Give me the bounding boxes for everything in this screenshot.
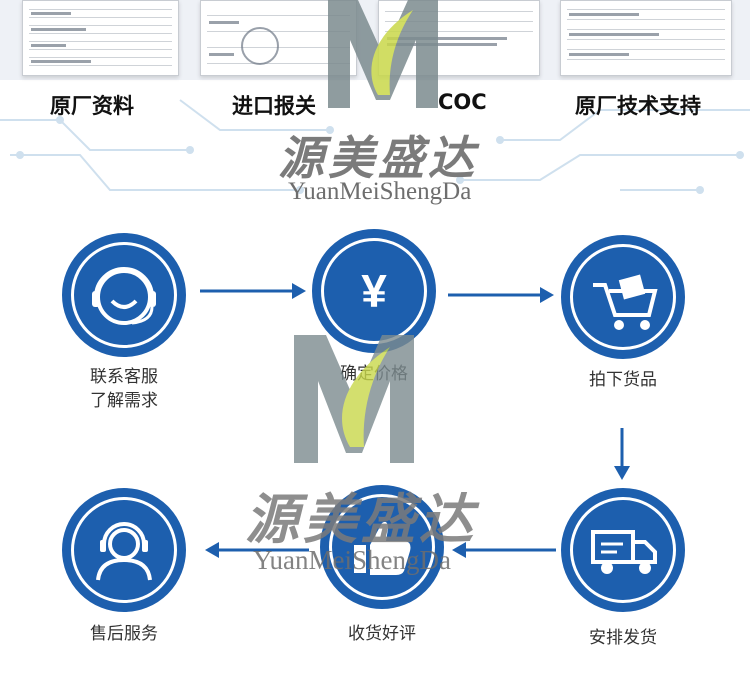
delivery-truck-icon	[591, 530, 657, 574]
watermark-chinese-middle: 源美盛达	[245, 487, 477, 551]
document-thumbnail-datasheet	[22, 0, 179, 76]
step-order-label: 拍下货品	[553, 368, 693, 392]
step-aftersales-label: 售后服务	[54, 622, 194, 646]
thumbs-up-icon	[354, 521, 411, 575]
step-order-circle	[561, 235, 685, 359]
yen-symbol: ¥	[361, 265, 387, 317]
step-contact-label: 联系客服 了解需求	[54, 365, 194, 413]
watermark-english-middle: YuanMeiShengDa	[253, 545, 451, 575]
step-price-circle: ¥	[312, 229, 436, 353]
yen-icon: ¥	[361, 265, 387, 317]
arrow-left-icon	[205, 542, 309, 558]
headset-smile-icon	[92, 267, 156, 325]
watermark-english-top: YuanMeiShengDa	[288, 178, 472, 205]
step-aftersales-circle	[62, 488, 186, 612]
step-ship-circle	[561, 488, 685, 612]
step-contact-circle	[62, 233, 186, 357]
caption-import-customs: 进口报关	[232, 94, 316, 118]
arrow-right-icon	[200, 283, 306, 299]
document-thumbnail-technical	[560, 0, 732, 76]
step-ship-line1: 安排发货	[589, 628, 657, 648]
step-ship-label: 安排发货	[553, 626, 693, 650]
circuit-decoration	[0, 99, 750, 194]
arrow-down-icon	[614, 428, 630, 480]
arrow-right-icon	[448, 287, 554, 303]
shopping-cart-icon	[593, 274, 658, 330]
watermark-logo-middle	[294, 335, 414, 463]
step-contact-line2: 了解需求	[90, 391, 158, 411]
customer-service-icon	[96, 522, 152, 581]
caption-original-documents: 原厂资料	[50, 94, 134, 118]
watermark-chinese-top: 源美盛达	[278, 131, 478, 185]
step-aftersales-line1: 售后服务	[90, 624, 158, 644]
caption-technical-support: 原厂技术支持	[575, 94, 701, 118]
step-review-line1: 收货好评	[348, 624, 416, 644]
stamp-icon	[241, 27, 279, 65]
step-order-line1: 拍下货品	[589, 370, 657, 390]
step-contact-line1: 联系客服	[90, 367, 158, 387]
step-review-circle	[320, 485, 444, 609]
arrow-left-icon	[452, 542, 556, 558]
step-review-label: 收货好评	[312, 622, 452, 646]
watermark-logo-top	[328, 0, 438, 108]
caption-coc: COC	[438, 90, 487, 114]
